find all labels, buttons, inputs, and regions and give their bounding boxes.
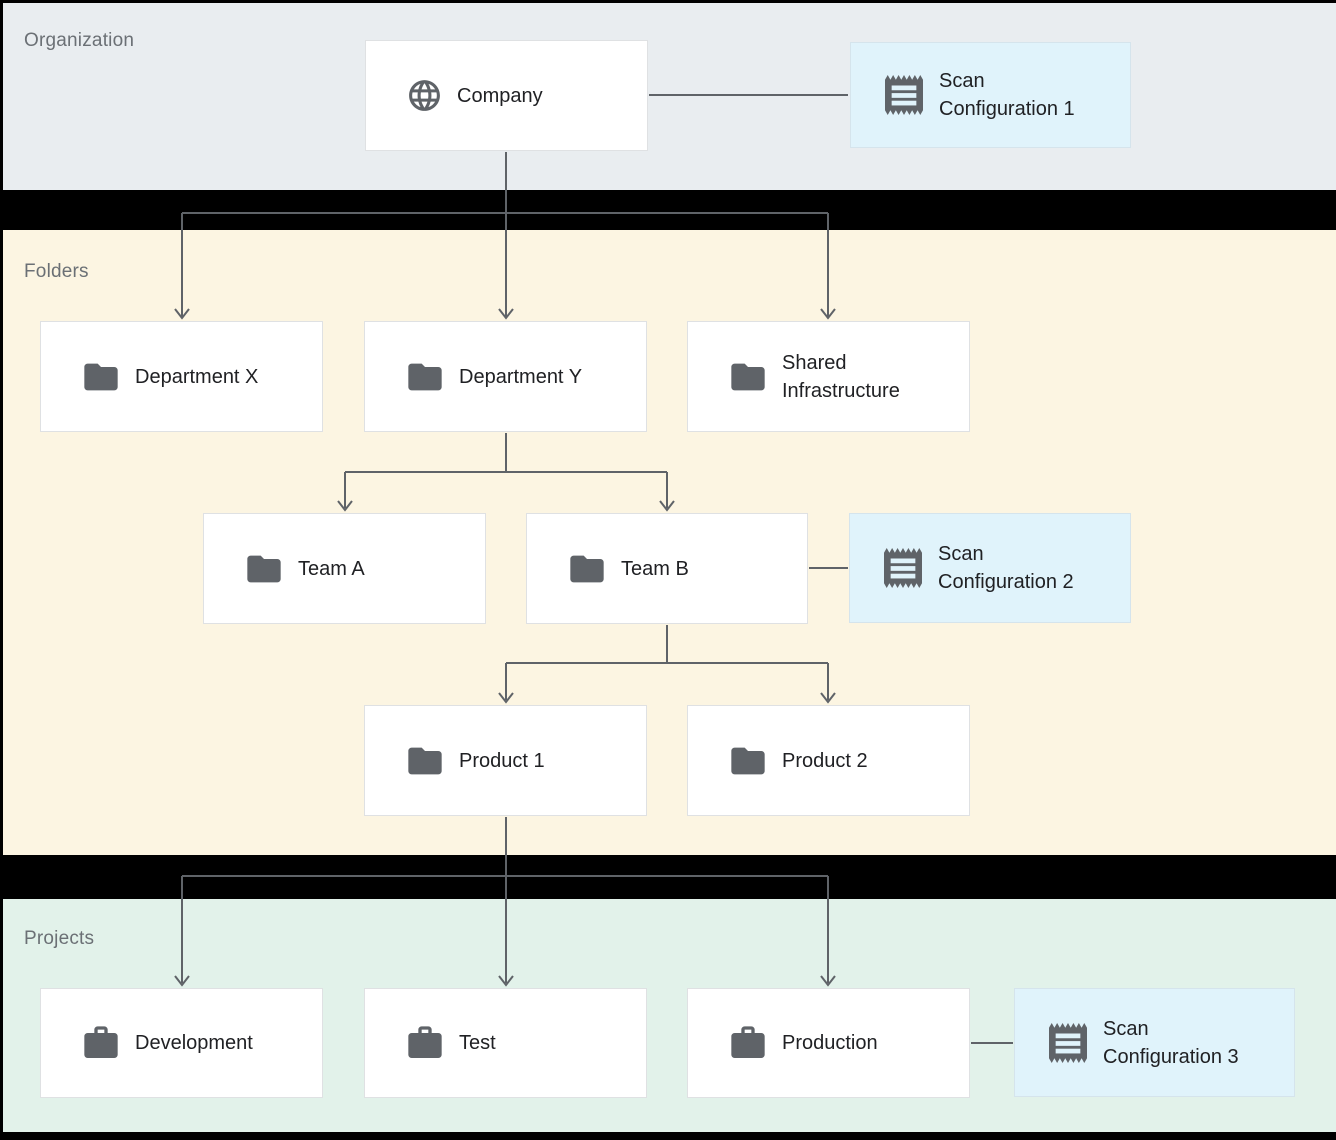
folder-icon xyxy=(408,747,442,774)
node-label: Test xyxy=(459,1032,496,1054)
folder-icon xyxy=(570,555,604,582)
node-scan-configuration-3: Scan Configuration 3 xyxy=(1014,988,1295,1097)
node-scan-configuration-1: Scan Configuration 1 xyxy=(850,42,1131,148)
node-production: Production xyxy=(687,988,970,1098)
node-label: Shared Infrastructure xyxy=(782,351,900,402)
folder-icon xyxy=(731,747,765,774)
node-label: Scan Configuration 1 xyxy=(939,70,1075,120)
node-label: Scan Configuration 2 xyxy=(938,543,1074,593)
node-team-b: Team B xyxy=(526,513,808,624)
node-shared-infrastructure: Shared Infrastructure xyxy=(687,321,970,432)
node-company: Company xyxy=(365,40,648,151)
node-label: Department Y xyxy=(459,365,583,388)
globe-icon xyxy=(409,80,440,111)
node-label: Scan Configuration 3 xyxy=(1103,1017,1239,1068)
node-label: Production xyxy=(782,1032,878,1054)
node-label: Company xyxy=(457,84,543,107)
folder-icon xyxy=(247,555,281,582)
organization-band-label: Organization xyxy=(24,30,135,51)
folders-band-label: Folders xyxy=(24,261,89,282)
briefcase-icon xyxy=(408,1026,442,1058)
node-label: Team B xyxy=(621,557,689,580)
folder-icon xyxy=(84,363,118,390)
node-label: Product 1 xyxy=(459,749,545,772)
organization-band: Organization xyxy=(3,3,1336,190)
folder-icon xyxy=(408,363,442,390)
receipt-icon xyxy=(884,548,922,588)
node-department-y: Department Y xyxy=(364,321,647,432)
node-label: Department X xyxy=(135,365,259,388)
node-team-a: Team A xyxy=(203,513,486,624)
node-development: Development xyxy=(40,988,323,1098)
briefcase-icon xyxy=(84,1026,118,1058)
folder-icon xyxy=(731,363,765,390)
receipt-icon xyxy=(1049,1022,1087,1063)
node-scan-configuration-2: Scan Configuration 2 xyxy=(849,513,1131,623)
node-label: Product 2 xyxy=(782,749,868,772)
node-department-x: Department X xyxy=(40,321,323,432)
receipt-icon xyxy=(885,75,923,115)
node-label: Team A xyxy=(298,557,365,580)
briefcase-icon xyxy=(731,1026,765,1058)
node-test: Test xyxy=(364,988,647,1098)
node-product-1: Product 1 xyxy=(364,705,647,816)
projects-band-label: Projects xyxy=(24,928,95,949)
node-product-2: Product 2 xyxy=(687,705,970,816)
node-label: Development xyxy=(135,1032,253,1054)
